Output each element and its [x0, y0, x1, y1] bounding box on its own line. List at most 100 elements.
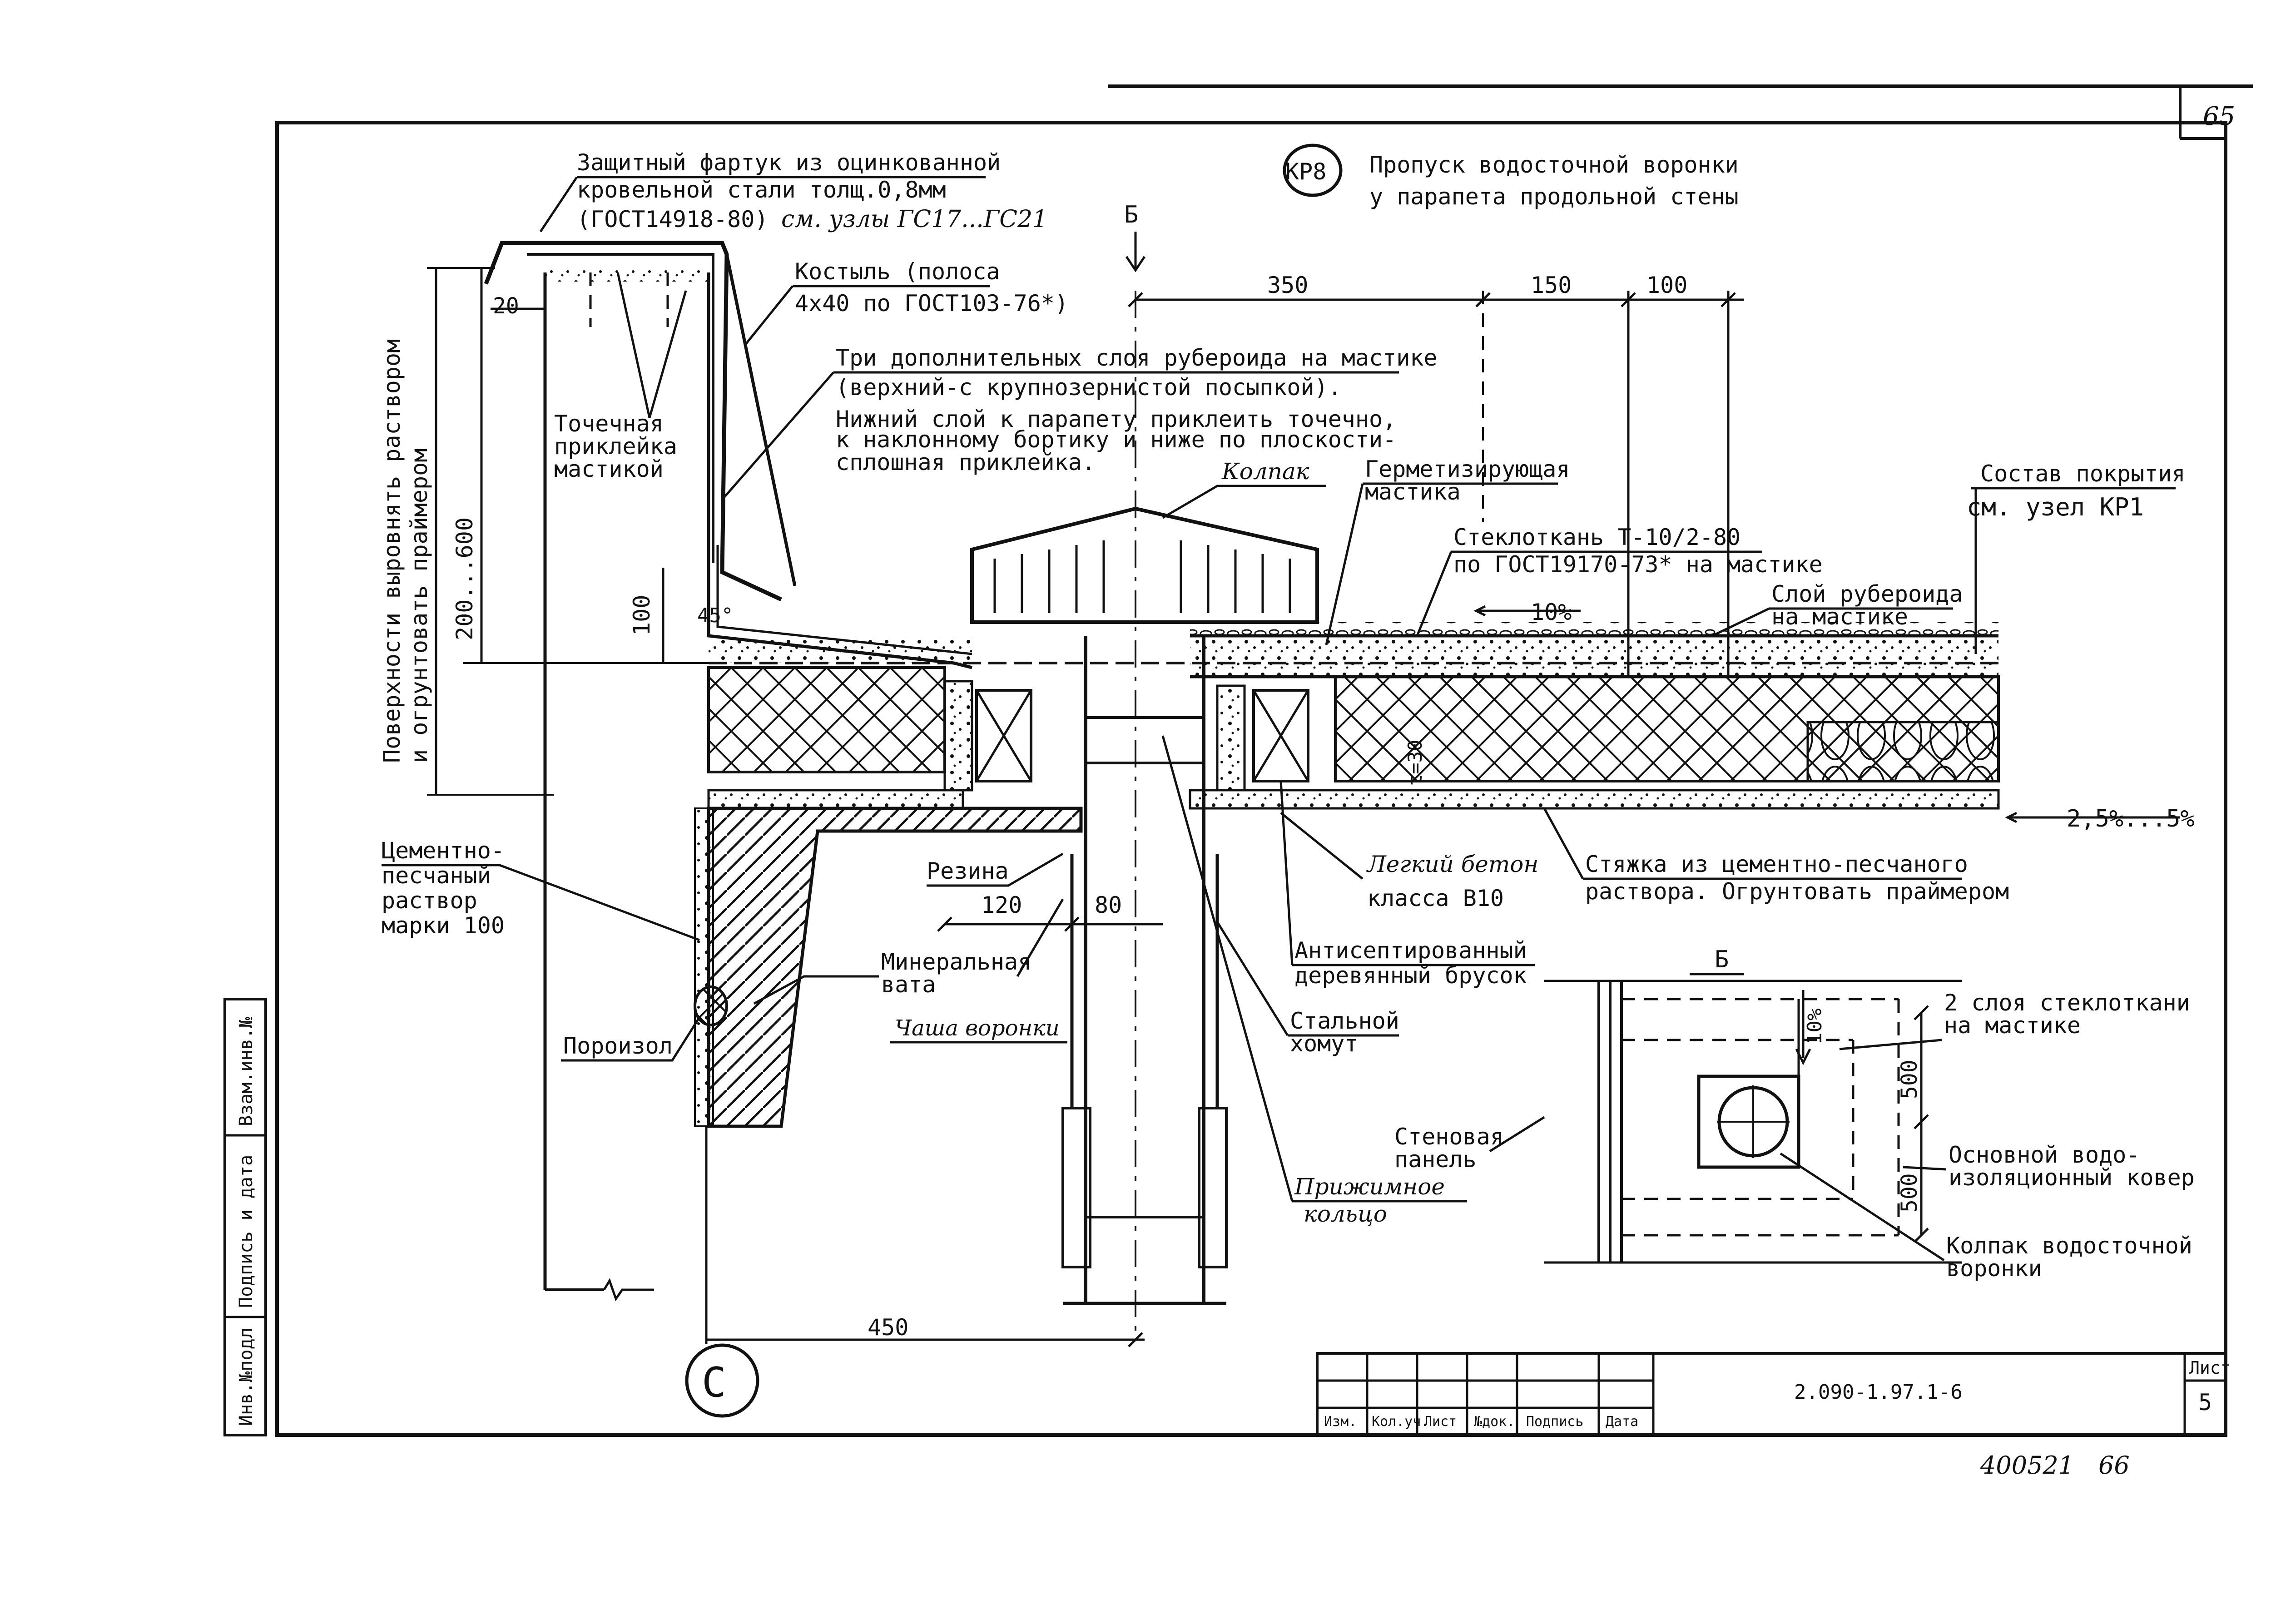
label-fiberglass-line1: Стеклоткань Т-10/2-80 — [1453, 524, 1740, 550]
wooden-bar-right — [1252, 689, 1309, 782]
label-layers-line3: Нижний слой к парапету приклеить точечно… — [836, 406, 1396, 432]
title-line2: у парапета продольной стены — [1369, 183, 1739, 210]
side-stamp-sign: Подпись и дата — [236, 1155, 257, 1308]
dim-t30: t=30 — [1404, 740, 1426, 786]
dim-80: 80 — [1095, 892, 1122, 918]
node-code-badge: КР8 — [1283, 144, 1343, 197]
parapet-cap-block — [545, 268, 709, 282]
label-antiseptic-line1: Антисептированный — [1294, 937, 1527, 964]
label-crutch-line1: Костыль (полоса — [795, 258, 1000, 285]
label-cement-line3: раствор — [382, 887, 477, 914]
light-concrete-right — [1216, 684, 1246, 792]
dim-20: 20 — [493, 293, 519, 319]
parapet-wall — [543, 268, 710, 1302]
label-screed-line2: раствора. Огрунтовать праймером — [1585, 878, 2009, 905]
side-stamp-inv: Инв.№подл — [236, 1327, 257, 1426]
wooden-bar-left — [975, 689, 1032, 782]
label-cement-line2: песчаный — [382, 862, 491, 889]
section-marker-top: Б — [1124, 201, 1138, 228]
dim-120: 120 — [981, 892, 1022, 918]
label-clamp-line1: Стальной — [1290, 1008, 1399, 1034]
label-mineral-line1: Минеральная — [881, 949, 1031, 975]
side-stamp — [223, 998, 267, 1436]
bottom-dimension-lines — [706, 916, 1163, 1347]
plan-dim-500a: 500 — [1897, 1060, 1922, 1099]
label-wall-panel-line1: Стеновая — [1394, 1124, 1504, 1150]
plan-view-b: Б — [1544, 946, 1962, 1264]
drain-cap — [970, 506, 1319, 624]
top-dimension-line — [1128, 292, 1744, 307]
node-code: КР8 — [1285, 158, 1326, 185]
label-sealant-line1: Герметизирующая — [1365, 456, 1570, 482]
label-apron-line3: (ГОСТ14918-80) — [577, 206, 768, 233]
label-light-concrete-line2: класса В10 — [1367, 885, 1504, 911]
label-bowl: Чаша воронки — [895, 1015, 1060, 1041]
archive-number: 400521 — [1980, 1451, 2074, 1480]
left-dimension-lines — [427, 267, 713, 796]
label-apron-line2: кровельной стали толщ.0,8мм — [577, 177, 946, 203]
label-crutch-line2: 4х40 по ГОСТ103-76*) — [795, 290, 1068, 317]
crutch-strip — [725, 254, 797, 586]
label-ring-line2: кольцо — [1304, 1201, 1387, 1227]
label-cap: Колпак — [1221, 458, 1309, 485]
label-main-carpet-line2: изоляционный ковер — [1949, 1164, 2195, 1191]
tb-col-kol: Кол.уч. — [1372, 1414, 1429, 1430]
label-wall-panel-line2: панель — [1394, 1146, 1477, 1173]
dim-200-600: 200...600 — [451, 517, 478, 640]
side-stamp-replace: Взам.инв.№ — [236, 1017, 257, 1126]
label-cement-line1: Цементно- — [382, 837, 505, 864]
tb-sheet-number: 5 — [2198, 1389, 2212, 1416]
axis-label: С — [702, 1359, 726, 1406]
mineral-wool-roll — [1806, 721, 2000, 782]
page-number: 65 — [2203, 102, 2235, 131]
label-antiseptic-line2: деревянный брусок — [1294, 962, 1527, 989]
archive-page: 66 — [2098, 1451, 2130, 1480]
label-layers-line2: (верхний-с крупнозернистой посыпкой). — [836, 374, 1342, 401]
label-spot-line3: мастикой — [554, 456, 664, 482]
poroizol-cord — [694, 985, 728, 1026]
plan-dim-500b: 500 — [1897, 1173, 1922, 1213]
label-spot-line2: приклейка — [554, 433, 677, 460]
label-poroizol: Пороизол — [563, 1033, 673, 1059]
label-screed-line1: Стяжка из цементно-песчаного — [1585, 851, 1968, 877]
label-slope: 10% — [1531, 599, 1572, 625]
plan-title: Б — [1715, 946, 1729, 973]
axis-marker — [685, 1343, 759, 1418]
label-light-concrete-line1: Легкий бетон — [1366, 851, 1538, 877]
label-two-layers-line1: 2 слоя стеклоткани — [1944, 990, 2190, 1016]
label-rubber: Резина — [927, 858, 1009, 884]
label-cement-line4: марки 100 — [382, 912, 505, 939]
label-layers-line5: сплошная приклейка. — [836, 449, 1096, 475]
dim-350: 350 — [1267, 272, 1308, 298]
label-drain-cap-line1: Колпак водосточной — [1946, 1233, 2192, 1259]
tb-doc-code: 2.090-1.97.1-6 — [1794, 1381, 1963, 1404]
label-ring-line1: Прижимное — [1294, 1173, 1445, 1200]
protective-apron — [484, 241, 782, 602]
tb-col-date: Дата — [1606, 1414, 1638, 1430]
label-spot-line1: Точечная — [554, 411, 664, 437]
tb-col-sign: Подпись — [1526, 1414, 1583, 1430]
label-fiberglass-line2: по ГОСТ19170-73* на мастике — [1453, 551, 1823, 578]
label-drain-cap-line2: воронки — [1946, 1255, 2042, 1282]
insulation-left — [707, 666, 946, 773]
title-block — [1316, 1352, 2227, 1436]
sheet-frame — [275, 84, 2253, 1437]
label-apron-line1: Защитный фартук из оцинкованной — [577, 149, 1001, 176]
tb-col-izm: Изм. — [1324, 1414, 1357, 1430]
dim-45: 45° — [697, 604, 733, 627]
label-two-layers-line2: на мастике — [1944, 1012, 2081, 1039]
dim-150: 150 — [1531, 272, 1572, 298]
drain-pipe — [1061, 636, 1228, 1305]
label-slope-range: 2,5%...5% — [2067, 805, 2195, 832]
label-ruberoid-line1: Слой рубероида — [1771, 581, 1963, 607]
label-composition-line2: см. узел КР1 — [1967, 493, 2144, 521]
label-layers-line4: к наклонному бортику и ниже по плоскости… — [836, 426, 1396, 453]
label-vertical-line1: Поверхности выровнять раствором — [379, 339, 405, 763]
cement-screed — [1189, 789, 2000, 810]
cement-mortar-fill — [694, 807, 714, 1127]
tb-col-doc: №док. — [1474, 1414, 1515, 1430]
title-line1: Пропуск водосточной воронки — [1369, 152, 1739, 178]
plan-slope: 10% — [1803, 1009, 1826, 1045]
dim-450: 450 — [868, 1314, 908, 1341]
